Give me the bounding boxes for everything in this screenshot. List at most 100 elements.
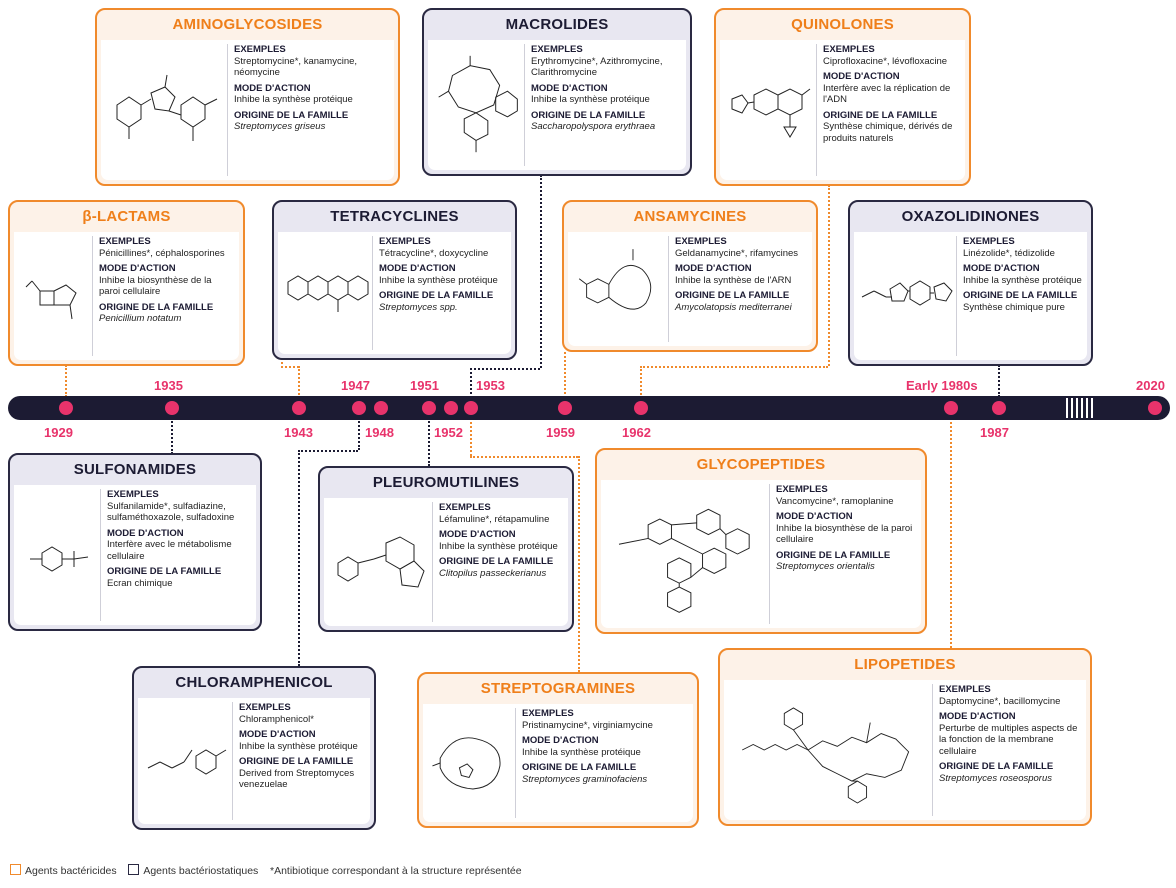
- dot-1953: [464, 401, 478, 415]
- year-early-1980s: Early 1980s: [906, 378, 978, 393]
- card-ansamycines: ANSAMYCINES EXEMPLES Geldanamycine*, rif…: [562, 200, 818, 352]
- sulfonamide-structure-icon: [20, 491, 100, 619]
- origin-text: Ecran chimique: [107, 577, 173, 589]
- origin-label: ORIGINE DE LA FAMILLE: [522, 762, 637, 773]
- origin-text: Synthèse chimique pure: [963, 301, 1065, 313]
- origin-label: ORIGINE DE LA FAMILLE: [531, 109, 646, 121]
- mode-label: MODE D'ACTION: [823, 71, 900, 82]
- mode-label: MODE D'ACTION: [439, 529, 516, 540]
- connector-streptogramines-h: [470, 456, 578, 458]
- examples-label: EXEMPLES: [963, 236, 1015, 247]
- card-title: PLEUROMUTILINES: [372, 474, 520, 491]
- card-title: LIPOPETIDES: [854, 656, 956, 673]
- chloramphenicol-structure-icon: [144, 704, 232, 818]
- year-1962: 1962: [622, 425, 651, 440]
- card-title: MACROLIDES: [505, 16, 609, 33]
- origin-text: Streptomyces griseus: [234, 121, 326, 132]
- mode-label: MODE D'ACTION: [939, 711, 1016, 722]
- dot-1952: [444, 401, 458, 415]
- connector-oxazolidinones: [998, 365, 1000, 397]
- connector-ansamycines: [564, 352, 566, 398]
- mode-text: Inhibe la synthèse protéique: [439, 540, 558, 552]
- glycopeptide-structure-icon: [607, 486, 767, 622]
- dot-1959: [558, 401, 572, 415]
- connector-quinolones-v: [828, 185, 830, 366]
- dot-1951: [422, 401, 436, 415]
- examples-label: EXEMPLES: [522, 708, 574, 719]
- examples-label: EXEMPLES: [675, 236, 727, 247]
- tetracycline-structure-icon: [284, 238, 370, 348]
- mode-text: Inhibe la synthèse protéique: [522, 746, 641, 758]
- card-chloramphenicol: CHLORAMPHENICOL EXEMPLES Chloramphenicol…: [132, 666, 376, 830]
- examples-text: Chloramphenicol*: [239, 713, 314, 725]
- origin-label: ORIGINE DE LA FAMILLE: [99, 301, 214, 313]
- lipopeptide-structure-icon: [730, 686, 930, 814]
- examples-text: Sulfanilamide*, sulfadiazine, sulfamétho…: [107, 500, 235, 524]
- mode-label: MODE D'ACTION: [239, 729, 316, 740]
- year-1952: 1952: [434, 425, 463, 440]
- aminoglycoside-structure-icon: [107, 46, 225, 174]
- origin-label: ORIGINE DE LA FAMILLE: [939, 761, 1054, 772]
- pleuromutilin-structure-icon: [330, 504, 430, 620]
- dot-1947: [352, 401, 366, 415]
- card-title: OXAZOLIDINONES: [901, 208, 1040, 225]
- origin-label: ORIGINE DE LA FAMILLE: [439, 556, 554, 567]
- mode-text: Perturbe de multiples aspects de la fonc…: [939, 722, 1078, 757]
- mode-label: MODE D'ACTION: [379, 263, 456, 274]
- examples-text: Linézolide*, tédizolide: [963, 247, 1055, 259]
- examples-text: Streptomycine*, kanamycine, néomycine: [234, 55, 358, 79]
- origin-text: Streptomyces graminofaciens: [522, 773, 648, 785]
- connector-pleuromutilines: [428, 418, 430, 466]
- mode-text: Inhibe la synthèse protéique: [963, 274, 1082, 286]
- mode-text: Inhibe la synthèse protéique: [234, 94, 353, 105]
- dot-1943: [292, 401, 306, 415]
- dot-1935: [165, 401, 179, 415]
- connector-quinolones-v2: [640, 366, 642, 398]
- examples-label: EXEMPLES: [823, 44, 875, 55]
- ansamycin-structure-icon: [574, 238, 666, 340]
- origin-label: ORIGINE DE LA FAMILLE: [776, 549, 891, 561]
- origin-text: Streptomyces spp.: [379, 301, 458, 313]
- connector-streptogramines-v2: [578, 456, 580, 672]
- origin-label: ORIGINE DE LA FAMILLE: [379, 290, 494, 301]
- timeline-break: [1066, 398, 1096, 418]
- dot-1948: [374, 401, 388, 415]
- year-1929: 1929: [44, 425, 73, 440]
- mode-text: Interfère avec le métabolisme cellulaire: [107, 539, 232, 562]
- origin-text: Streptomyces orientalis: [776, 561, 875, 572]
- dot-1962: [634, 401, 648, 415]
- year-1947: 1947: [341, 378, 370, 393]
- examples-label: EXEMPLES: [99, 236, 151, 247]
- mode-text: Inhibe la synthèse de l'ARN: [675, 274, 792, 286]
- betalactam-structure-icon: [20, 238, 90, 354]
- card-title: β-LACTAMS: [82, 208, 171, 225]
- examples-text: Tétracycline*, doxycycline: [379, 247, 489, 259]
- connector-tetracyclines-down: [298, 366, 300, 398]
- connector-streptogramines-v: [470, 418, 472, 456]
- origin-label: ORIGINE DE LA FAMILLE: [107, 566, 222, 577]
- examples-label: EXEMPLES: [234, 44, 286, 55]
- connector-quinolones-h: [640, 366, 828, 368]
- origin-text: Derived from Streptomyces venezuelae: [239, 767, 355, 791]
- card-title: CHLORAMPHENICOL: [175, 674, 333, 691]
- mode-label: MODE D'ACTION: [234, 82, 311, 94]
- examples-text: Daptomycine*, bacillomycine: [939, 695, 1061, 707]
- connector-chloramphenicol-h: [298, 450, 358, 452]
- origin-text: Saccharopolyspora erythraea: [531, 121, 656, 132]
- card-oxazolidinones: OXAZOLIDINONES EXEMPLES Linézolide*, téd…: [848, 200, 1093, 366]
- timeline-bar: [8, 396, 1170, 420]
- card-streptogramines: STREPTOGRAMINES EXEMPLES Pristinamycine*…: [417, 672, 699, 828]
- year-1935: 1935: [154, 378, 183, 393]
- examples-text: Pristinamycine*, virginiamycine: [522, 719, 653, 731]
- examples-text: Geldanamycine*, rifamycines: [675, 247, 799, 259]
- card-macrolides: MACROLIDES EXEMPLES Erythromycine*, Azit…: [422, 8, 692, 176]
- mode-text: Inhibe la synthèse protéique: [239, 740, 358, 752]
- mode-text: Inhibe la biosynthèse de la paroi cellul…: [776, 522, 913, 546]
- examples-label: EXEMPLES: [776, 484, 828, 495]
- dot-1929: [59, 401, 73, 415]
- connector-macrolides-v2: [470, 368, 472, 398]
- origin-text: Amycolatopsis mediterranei: [675, 301, 792, 313]
- quinolone-structure-icon: [726, 46, 814, 174]
- card-pleuromutilines: PLEUROMUTILINES EXEMPLES Léfamuline*, ré…: [318, 466, 574, 632]
- card-aminoglycosides: AMINOGLYCOSIDES EXEMPLES Streptomycine*,…: [95, 8, 400, 186]
